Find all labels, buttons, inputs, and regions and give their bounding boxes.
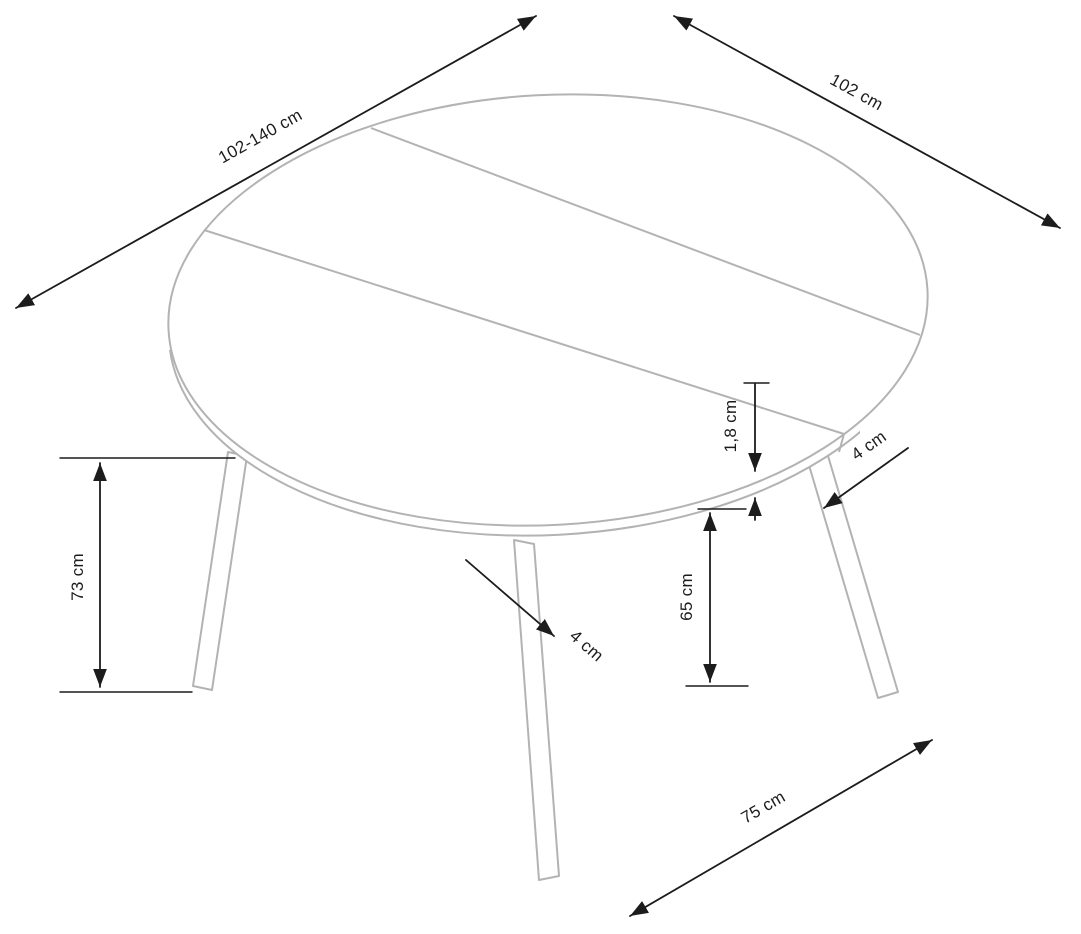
dimension-label: 4 cm [566, 626, 607, 665]
dimension-label: 65 cm [677, 573, 696, 621]
dimension-arrow [629, 739, 933, 917]
table-drawing [167, 93, 929, 881]
dimension-total-height: 73 cm [59, 457, 236, 693]
dimension-arrow [823, 447, 909, 509]
dimension-label: 1,8 cm [721, 400, 740, 453]
dimension-leg-span: 75 cm [629, 739, 933, 917]
dimension-top-thickness: 1,8 cm [721, 382, 770, 521]
dimension-arrow [465, 559, 555, 637]
dimension-label: 102 cm [827, 70, 887, 114]
dimension-arrow [673, 15, 1061, 229]
dimension-label: 73 cm [68, 553, 87, 601]
table-leg-left [192, 451, 248, 691]
table-leg-center [513, 539, 560, 881]
leaf-edge-line [838, 433, 845, 453]
dimension-label: 102-140 cm [215, 105, 305, 167]
dimension-label: 75 cm [738, 787, 789, 827]
dimension-arrow [15, 15, 537, 309]
dimension-underside-height: 65 cm [677, 508, 749, 687]
